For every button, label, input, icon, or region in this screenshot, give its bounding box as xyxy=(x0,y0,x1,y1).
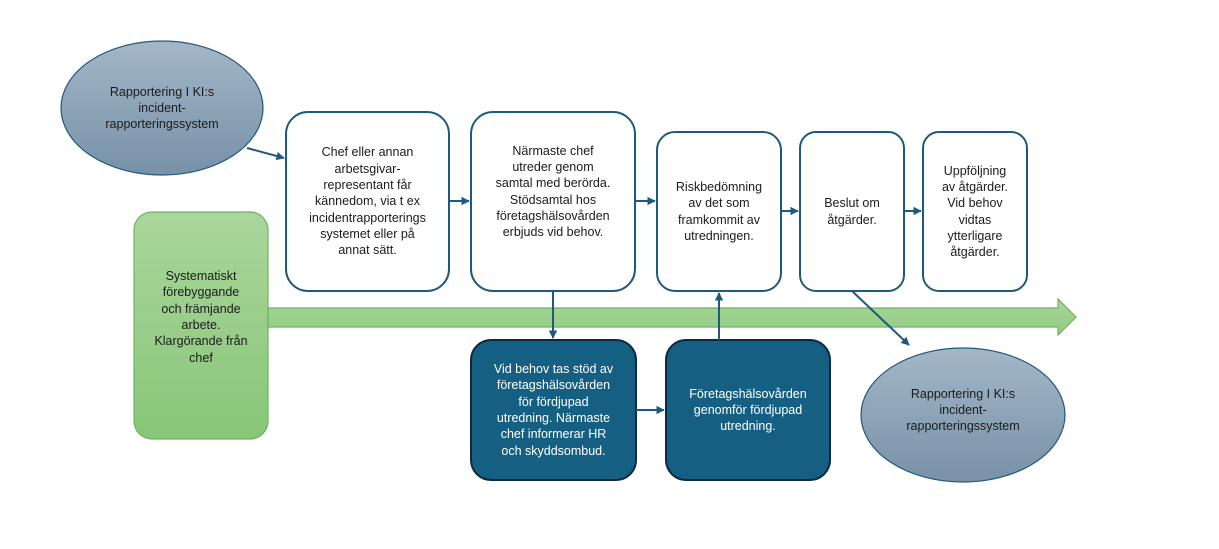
sub2-box xyxy=(665,339,831,481)
report-end-ellipse xyxy=(860,347,1066,483)
edge-report-to-step1 xyxy=(246,147,285,161)
report-end-label: Rapportering I KI:s incident- rapporteri… xyxy=(906,386,1020,434)
step5-label: Uppföljning av åtgärder. Vid behov vidta… xyxy=(941,163,1008,260)
report-start-label: Rapportering I KI:s incident- rapporteri… xyxy=(105,84,219,132)
prevention-box xyxy=(133,211,269,440)
step5-box xyxy=(922,131,1028,292)
step1-label: Chef eller annan arbetsgivar- representa… xyxy=(309,145,426,258)
edge-step4-to-report xyxy=(851,290,910,346)
step2-label: Närmaste chef utreder genom samtal med b… xyxy=(495,143,611,240)
step4-label: Beslut om åtgärder. xyxy=(824,196,880,227)
sub2-label: Företagshälsovården genomför fördjupad u… xyxy=(689,386,807,434)
timeline-arrow xyxy=(267,297,1077,337)
report-start-ellipse xyxy=(60,40,264,176)
sub1-label: Vid behov tas stöd av företagshälsovårde… xyxy=(493,362,614,458)
prevention-label: Systematiskt förebyggande och främjande … xyxy=(154,269,248,365)
step3-label: Riskbedömning av det som framkommit av u… xyxy=(675,179,763,243)
